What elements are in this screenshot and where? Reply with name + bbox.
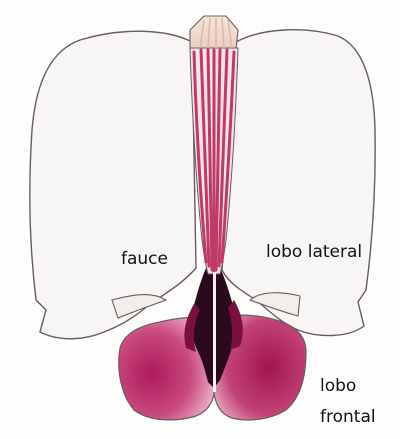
left-lobe-fold (112, 295, 166, 318)
label-fauce: fauce (121, 249, 168, 269)
frontal-lobe-midline (213, 272, 216, 392)
right-lateral-lobe (222, 30, 375, 336)
label-lateral-lobe: lobo lateral (266, 242, 362, 262)
label-frontal-lobe-line2: frontal (320, 407, 376, 427)
label-frontal-lobe-line1: lobo (320, 376, 356, 396)
left-lateral-lobe (30, 31, 196, 339)
